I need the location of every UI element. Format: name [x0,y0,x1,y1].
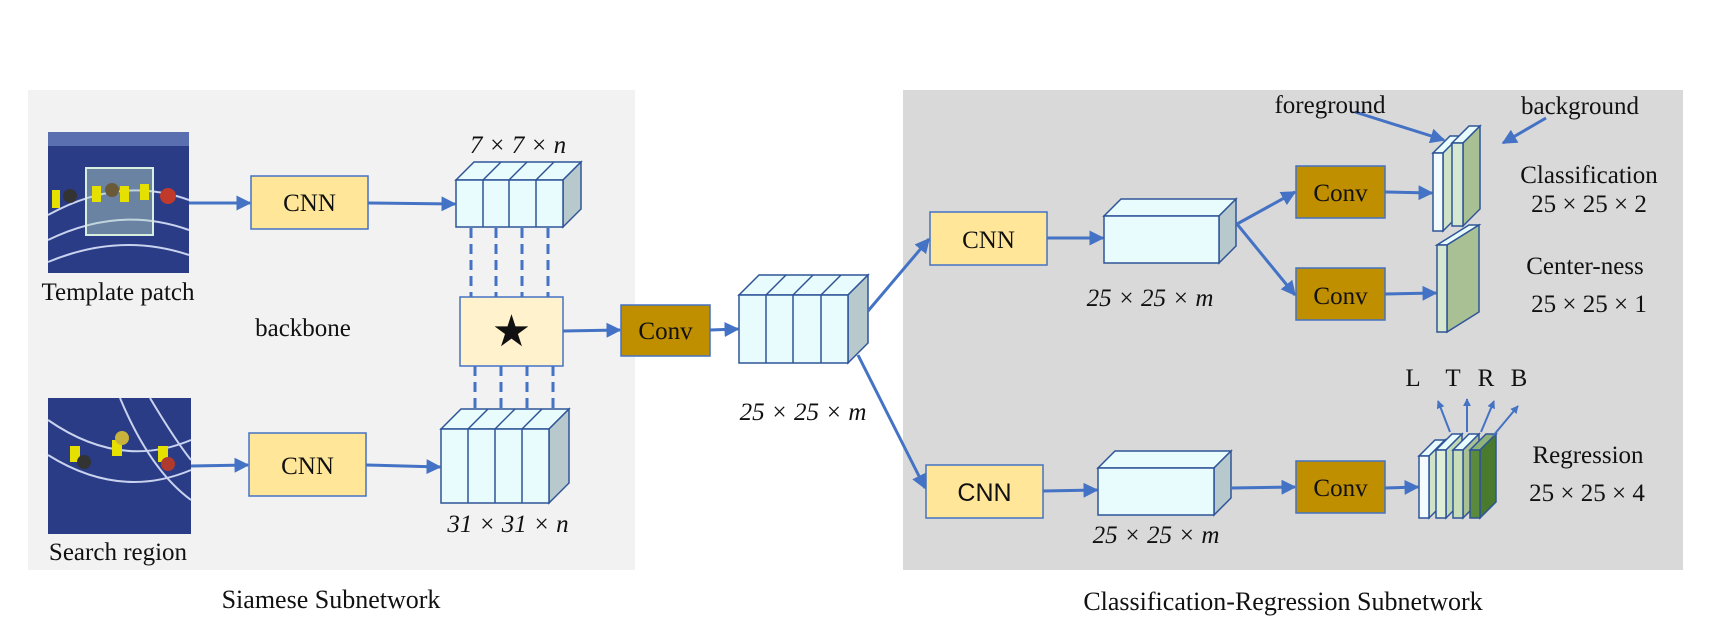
foreground-label: foreground [1274,92,1386,119]
centerness-label: Center-ness [1526,253,1644,280]
xcorr-star: ★ [492,307,531,356]
regression-label: Regression [1532,442,1644,469]
cnn-reg-text: CNN [957,479,1011,507]
arrow-cnn-to-search-feature [365,459,442,475]
background-label: background [1521,93,1640,120]
dim-reg: 25 × 25 × m [1093,522,1220,549]
classification-output [1431,124,1482,233]
search-region-label: Search region [49,539,188,566]
arrow-l [1436,400,1451,433]
arrow-search-to-cnn [190,457,250,473]
dim-fused: 25 × 25 × m [740,399,867,426]
label-t: T [1445,365,1460,392]
backbone-label: backbone [255,315,351,342]
search-region-image [47,397,192,534]
cnn-cls-text: CNN [962,227,1015,254]
dashed-connectors [469,228,555,412]
template-patch-image [47,132,190,273]
cnn-template-text: CNN [283,190,336,217]
conv-reg-text: Conv [1313,475,1368,502]
template-feature-cube [454,160,583,229]
dim-cls: 25 × 25 × m [1087,285,1214,312]
dim-classification: 25 × 25 × 2 [1531,191,1647,218]
arrow-cnn-reg-to-cube [1042,482,1099,498]
conv-ctr-text: Conv [1313,283,1368,310]
conv-cls-text: Conv [1313,180,1368,207]
dim-regression: 25 × 25 × 4 [1529,480,1645,507]
dim-template: 7 × 7 × n [470,132,566,159]
label-r: R [1478,365,1495,392]
arrow-b [1492,405,1519,437]
conv-box-ctr [1295,267,1386,321]
siamese-caption: Siamese Subnetwork [222,585,441,614]
arrow-conv-reg-to-output [1384,479,1420,495]
arrow-xcorr-to-conv [562,322,622,338]
classification-label: Classification [1520,162,1658,189]
conv-siamese-text: Conv [638,318,693,345]
arrow-background [1501,116,1547,145]
cnn-box-reg [925,464,1044,519]
regression-output [1417,432,1498,520]
arrow-fused-to-cnn-reg [856,354,927,490]
reg-feature-cube [1096,449,1233,517]
cls-feature-cube [1102,197,1238,265]
arrow-fused-to-cnn-cls [866,237,931,312]
clsreg-caption: Classification-Regression Subnetwork [1083,587,1482,616]
cnn-box-template [250,175,369,230]
label-l: L [1405,365,1420,392]
template-patch-label: Template patch [41,279,195,306]
arrow-r [1480,400,1495,433]
conv-box-siamese [620,304,711,357]
arrow-cube-to-conv-ctr [1235,223,1297,297]
fused-feature-cube [737,273,870,365]
cnn-search-text: CNN [281,453,334,480]
arrow-foreground [1354,110,1446,144]
xcorr-box [459,296,564,367]
arrow-cube-to-conv-cls [1236,190,1297,226]
centerness-output [1434,223,1482,334]
arrow-conv-to-fused [709,321,740,337]
arrow-conv-ctr-to-output [1384,285,1438,301]
arrow-cube-to-conv-reg [1230,479,1297,495]
dim-search: 31 × 31 × n [446,511,568,538]
arrow-conv-cls-to-output [1384,185,1434,201]
label-b: B [1511,365,1528,392]
search-feature-cube [439,407,571,505]
conv-box-reg [1295,460,1386,514]
arrow-cnn-to-template-feature [367,196,457,212]
dim-centerness: 25 × 25 × 1 [1531,291,1647,318]
conv-box-cls [1295,165,1386,219]
